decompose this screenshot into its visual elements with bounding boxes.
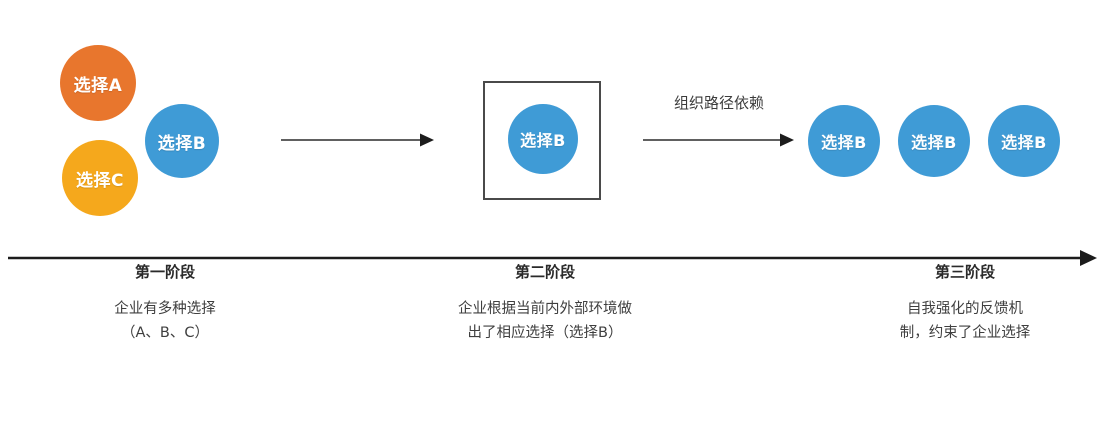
choice-a-circle: 选择A (60, 45, 136, 121)
stage-1-desc-line-2: （A、B、C） (121, 324, 209, 341)
reinforced-choice-b-circle-3: 选择B (988, 105, 1060, 177)
path-dependence-arrow-label: 组织路径依赖 (673, 94, 764, 112)
stage-3-description: 自我强化的反馈机 制，约束了企业选择 (840, 298, 1090, 346)
stage-1-caption: 第一阶段 企业有多种选择 （A、B、C） (40, 265, 290, 346)
choice-a-label: 选择A (73, 75, 123, 96)
stage-2-description: 企业根据当前内外部环境做 出了相应选择（选择B） (400, 298, 690, 346)
reinforced-choice-b-label-1: 选择B (821, 133, 867, 152)
reinforced-choice-b-circle-1: 选择B (808, 105, 880, 177)
flow-arrow-stage1-to-stage2 (281, 133, 434, 147)
stage-3-desc-line-2: 制，约束了企业选择 (899, 324, 1031, 341)
choice-c-circle: 选择C (62, 140, 138, 216)
choice-c-label: 选择C (76, 170, 124, 191)
stage-2-caption: 第二阶段 企业根据当前内外部环境做 出了相应选择（选择B） (400, 265, 690, 346)
stage-1-desc-line-1: 企业有多种选择 (114, 301, 216, 317)
reinforced-choice-b-label-2: 选择B (911, 133, 957, 152)
stage-1-description: 企业有多种选择 （A、B、C） (40, 298, 290, 346)
locked-choice-b-label: 选择B (520, 131, 566, 150)
locked-choice-box (483, 81, 601, 200)
stage-3-title: 第三阶段 (934, 263, 995, 281)
locked-choice-b-circle: 选择B (508, 104, 578, 174)
stage-3-desc-line-1: 自我强化的反馈机 (907, 301, 1023, 317)
timeline-axis-arrow (8, 250, 1097, 266)
choice-b-label: 选择B (157, 133, 207, 154)
choice-b-circle: 选择B (145, 104, 219, 178)
flow-arrow-stage2-to-stage3 (643, 133, 794, 147)
stage-3-caption: 第三阶段 自我强化的反馈机 制，约束了企业选择 (840, 265, 1090, 346)
reinforced-choice-b-circle-2: 选择B (898, 105, 970, 177)
stage-2-title: 第二阶段 (514, 263, 575, 281)
stage-2-desc-line-2: 出了相应选择（选择B） (467, 324, 623, 341)
stage-2-desc-line-1: 企业根据当前内外部环境做 (458, 301, 632, 317)
stage-1-title: 第一阶段 (134, 263, 195, 281)
reinforced-choice-b-label-3: 选择B (1001, 133, 1047, 152)
